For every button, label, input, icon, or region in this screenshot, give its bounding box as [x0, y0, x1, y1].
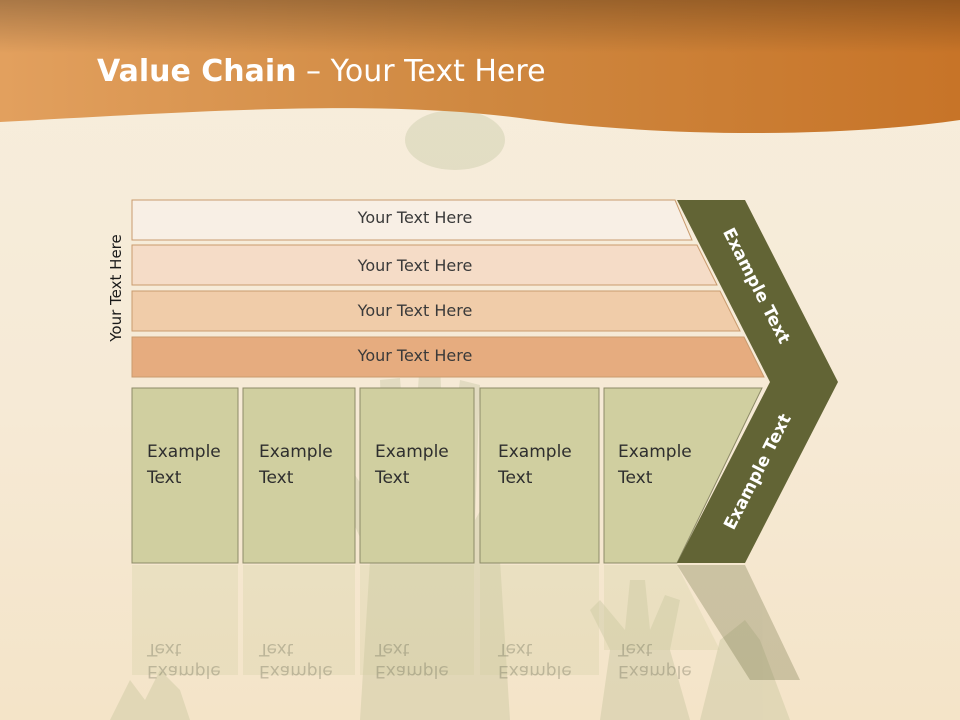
primary-cell-5-label: Example Text [618, 439, 718, 491]
title-rest: – Your Text Here [296, 54, 546, 89]
reflection: Example Text Example Text Example Text E… [0, 560, 960, 720]
primary-cell-3 [359, 387, 475, 564]
reflection-cell-5: Example Text [618, 639, 692, 681]
margin-chevron [677, 200, 838, 563]
reflection-cell-3: Example Text [375, 639, 449, 681]
reflection-cell-4: Example Text [498, 639, 572, 681]
cell-3-line2: Text [375, 468, 410, 488]
cell-5-line1: Example [618, 442, 692, 462]
cell-4-line1: Example [498, 442, 572, 462]
cell-2-line1: Example [259, 442, 333, 462]
cell-2-line2: Text [259, 468, 294, 488]
page-title: Value Chain – Your Text Here [97, 54, 546, 89]
reflection-cell-1: Example Text [147, 639, 221, 681]
support-bar-1 [131, 199, 693, 241]
header-band [0, 0, 960, 133]
primary-cell-2 [242, 387, 356, 564]
cell-1-line2: Text [147, 468, 182, 488]
support-bar-1-label: Your Text Here [357, 208, 473, 227]
reflection-cell-2: Example Text [259, 639, 333, 681]
support-bar-2-label: Your Text Here [357, 256, 473, 275]
cell-5-line2: Text [618, 468, 653, 488]
support-bar-4 [131, 336, 765, 378]
support-bar-4-label: Your Text Here [357, 346, 473, 365]
title-bold: Value Chain [97, 54, 297, 89]
primary-cell-4-label: Example Text [498, 439, 598, 491]
support-bar-3 [131, 290, 741, 332]
primary-cell-1-label: Example Text [147, 439, 247, 491]
support-bar-3-label: Your Text Here [357, 301, 473, 320]
primary-cell-2-label: Example Text [259, 439, 359, 491]
primary-cell-3-label: Example Text [375, 439, 475, 491]
cell-1-line1: Example [147, 442, 221, 462]
primary-cell-4 [479, 387, 600, 564]
support-bar-2 [131, 244, 718, 286]
cell-4-line2: Text [498, 468, 533, 488]
primary-cell-1 [131, 387, 239, 564]
cell-3-line1: Example [375, 442, 449, 462]
